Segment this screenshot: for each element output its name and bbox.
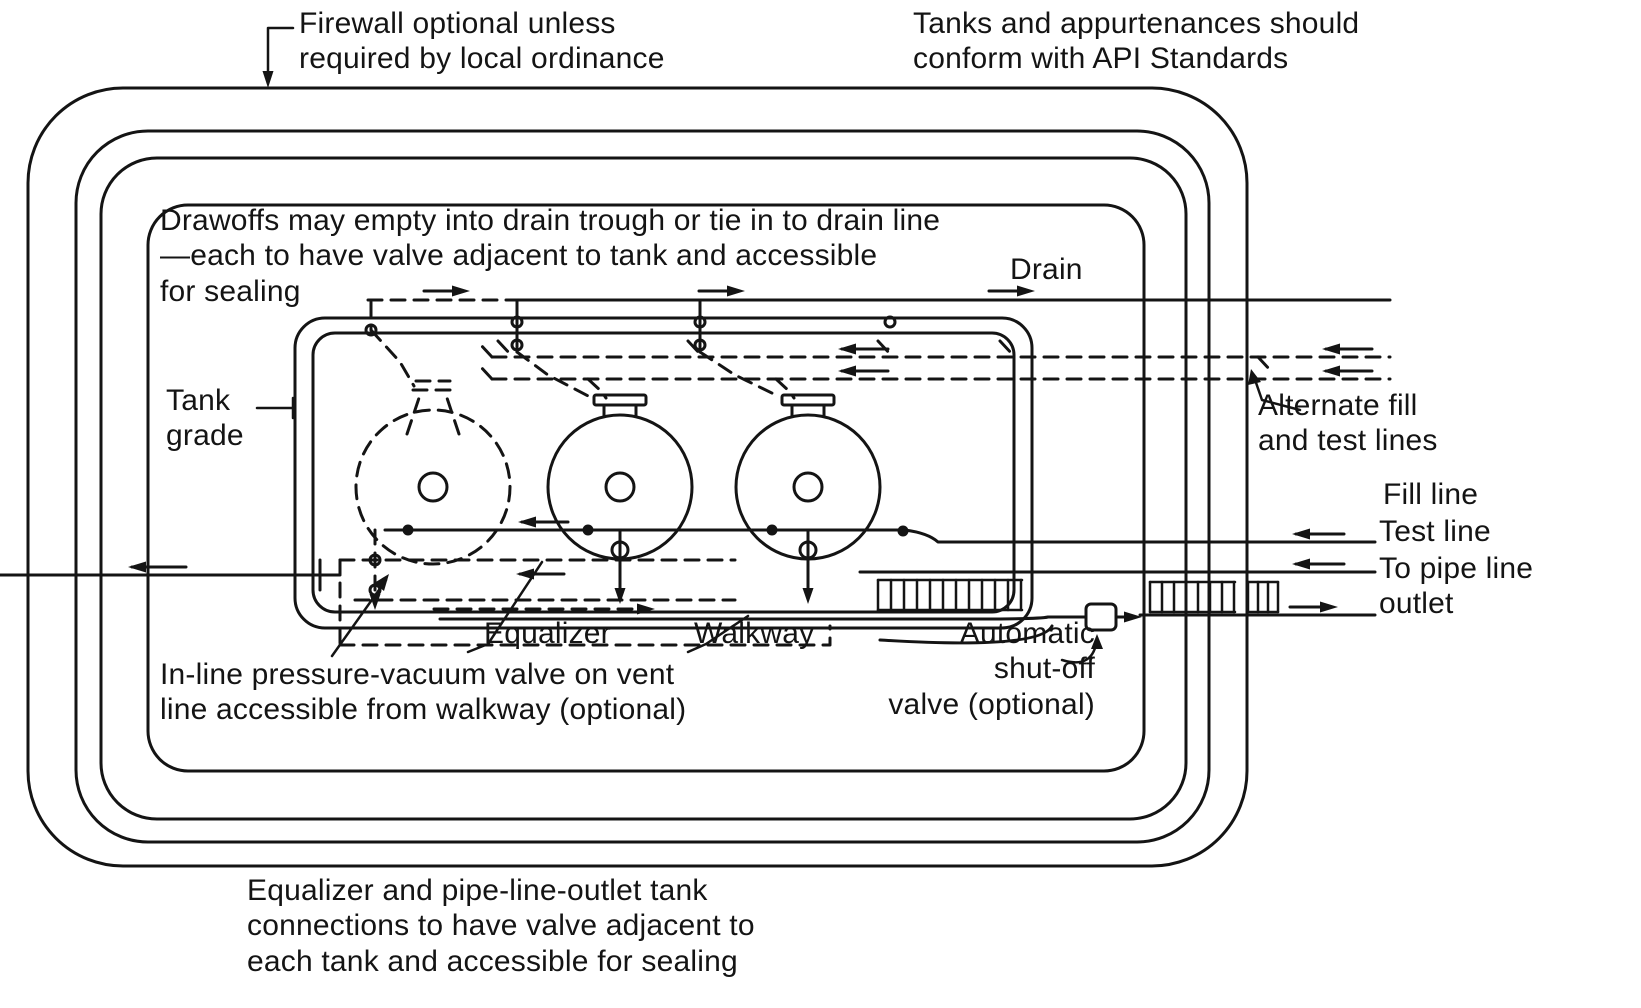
auto-shutoff-valve-symbol [1084,602,1118,632]
hatch-band-firewall-2 [1246,580,1280,614]
hatch-band-walkway [876,578,1024,612]
vent-line [0,558,342,592]
fill-line [383,520,1377,544]
drain-line [364,289,1392,354]
equalizer-lines [338,528,832,647]
arrow-tails [518,347,1374,576]
label-walkway: Walkway [694,617,815,650]
alternate-fill-test-lines [478,339,1392,400]
label-tank-grade: Tank grade [166,384,244,453]
arrowheads-and-dots [128,71,1340,649]
note-pv-valve: In-line pressure-vacuum valve on vent li… [160,658,687,727]
label-drain: Drain [1010,253,1083,286]
note-api-standards: Tanks and appurtenances should conform w… [913,7,1360,76]
label-fill-line: Fill line [1383,478,1479,511]
label-alternate-lines: Alternate fill and test lines [1258,389,1438,458]
hatch-band-firewall-1 [1148,580,1237,614]
label-test-line: Test line [1379,515,1491,548]
pipe-line-outlet [1084,602,1377,632]
label-equalizer: Equalizer [484,617,611,650]
note-drawoffs: Drawoffs may empty into drain trough or … [160,204,941,308]
tank-dashed-manhole [417,471,449,503]
firewall-rings [26,86,1249,868]
label-pipe-line-outlet: To pipe line outlet [1379,552,1534,621]
tank-grade-enclosure [293,316,1034,630]
tank-dashed-1 [354,379,512,566]
note-equalizer-connections: Equalizer and pipe-line-outlet tank conn… [247,874,755,978]
walkway-lines [438,610,1088,645]
label-auto-shutoff-valve: Automatic shut-off valve (optional) [888,617,1095,721]
drawoff-header [366,298,782,399]
note-firewall: Firewall optional unless required by loc… [299,7,665,76]
